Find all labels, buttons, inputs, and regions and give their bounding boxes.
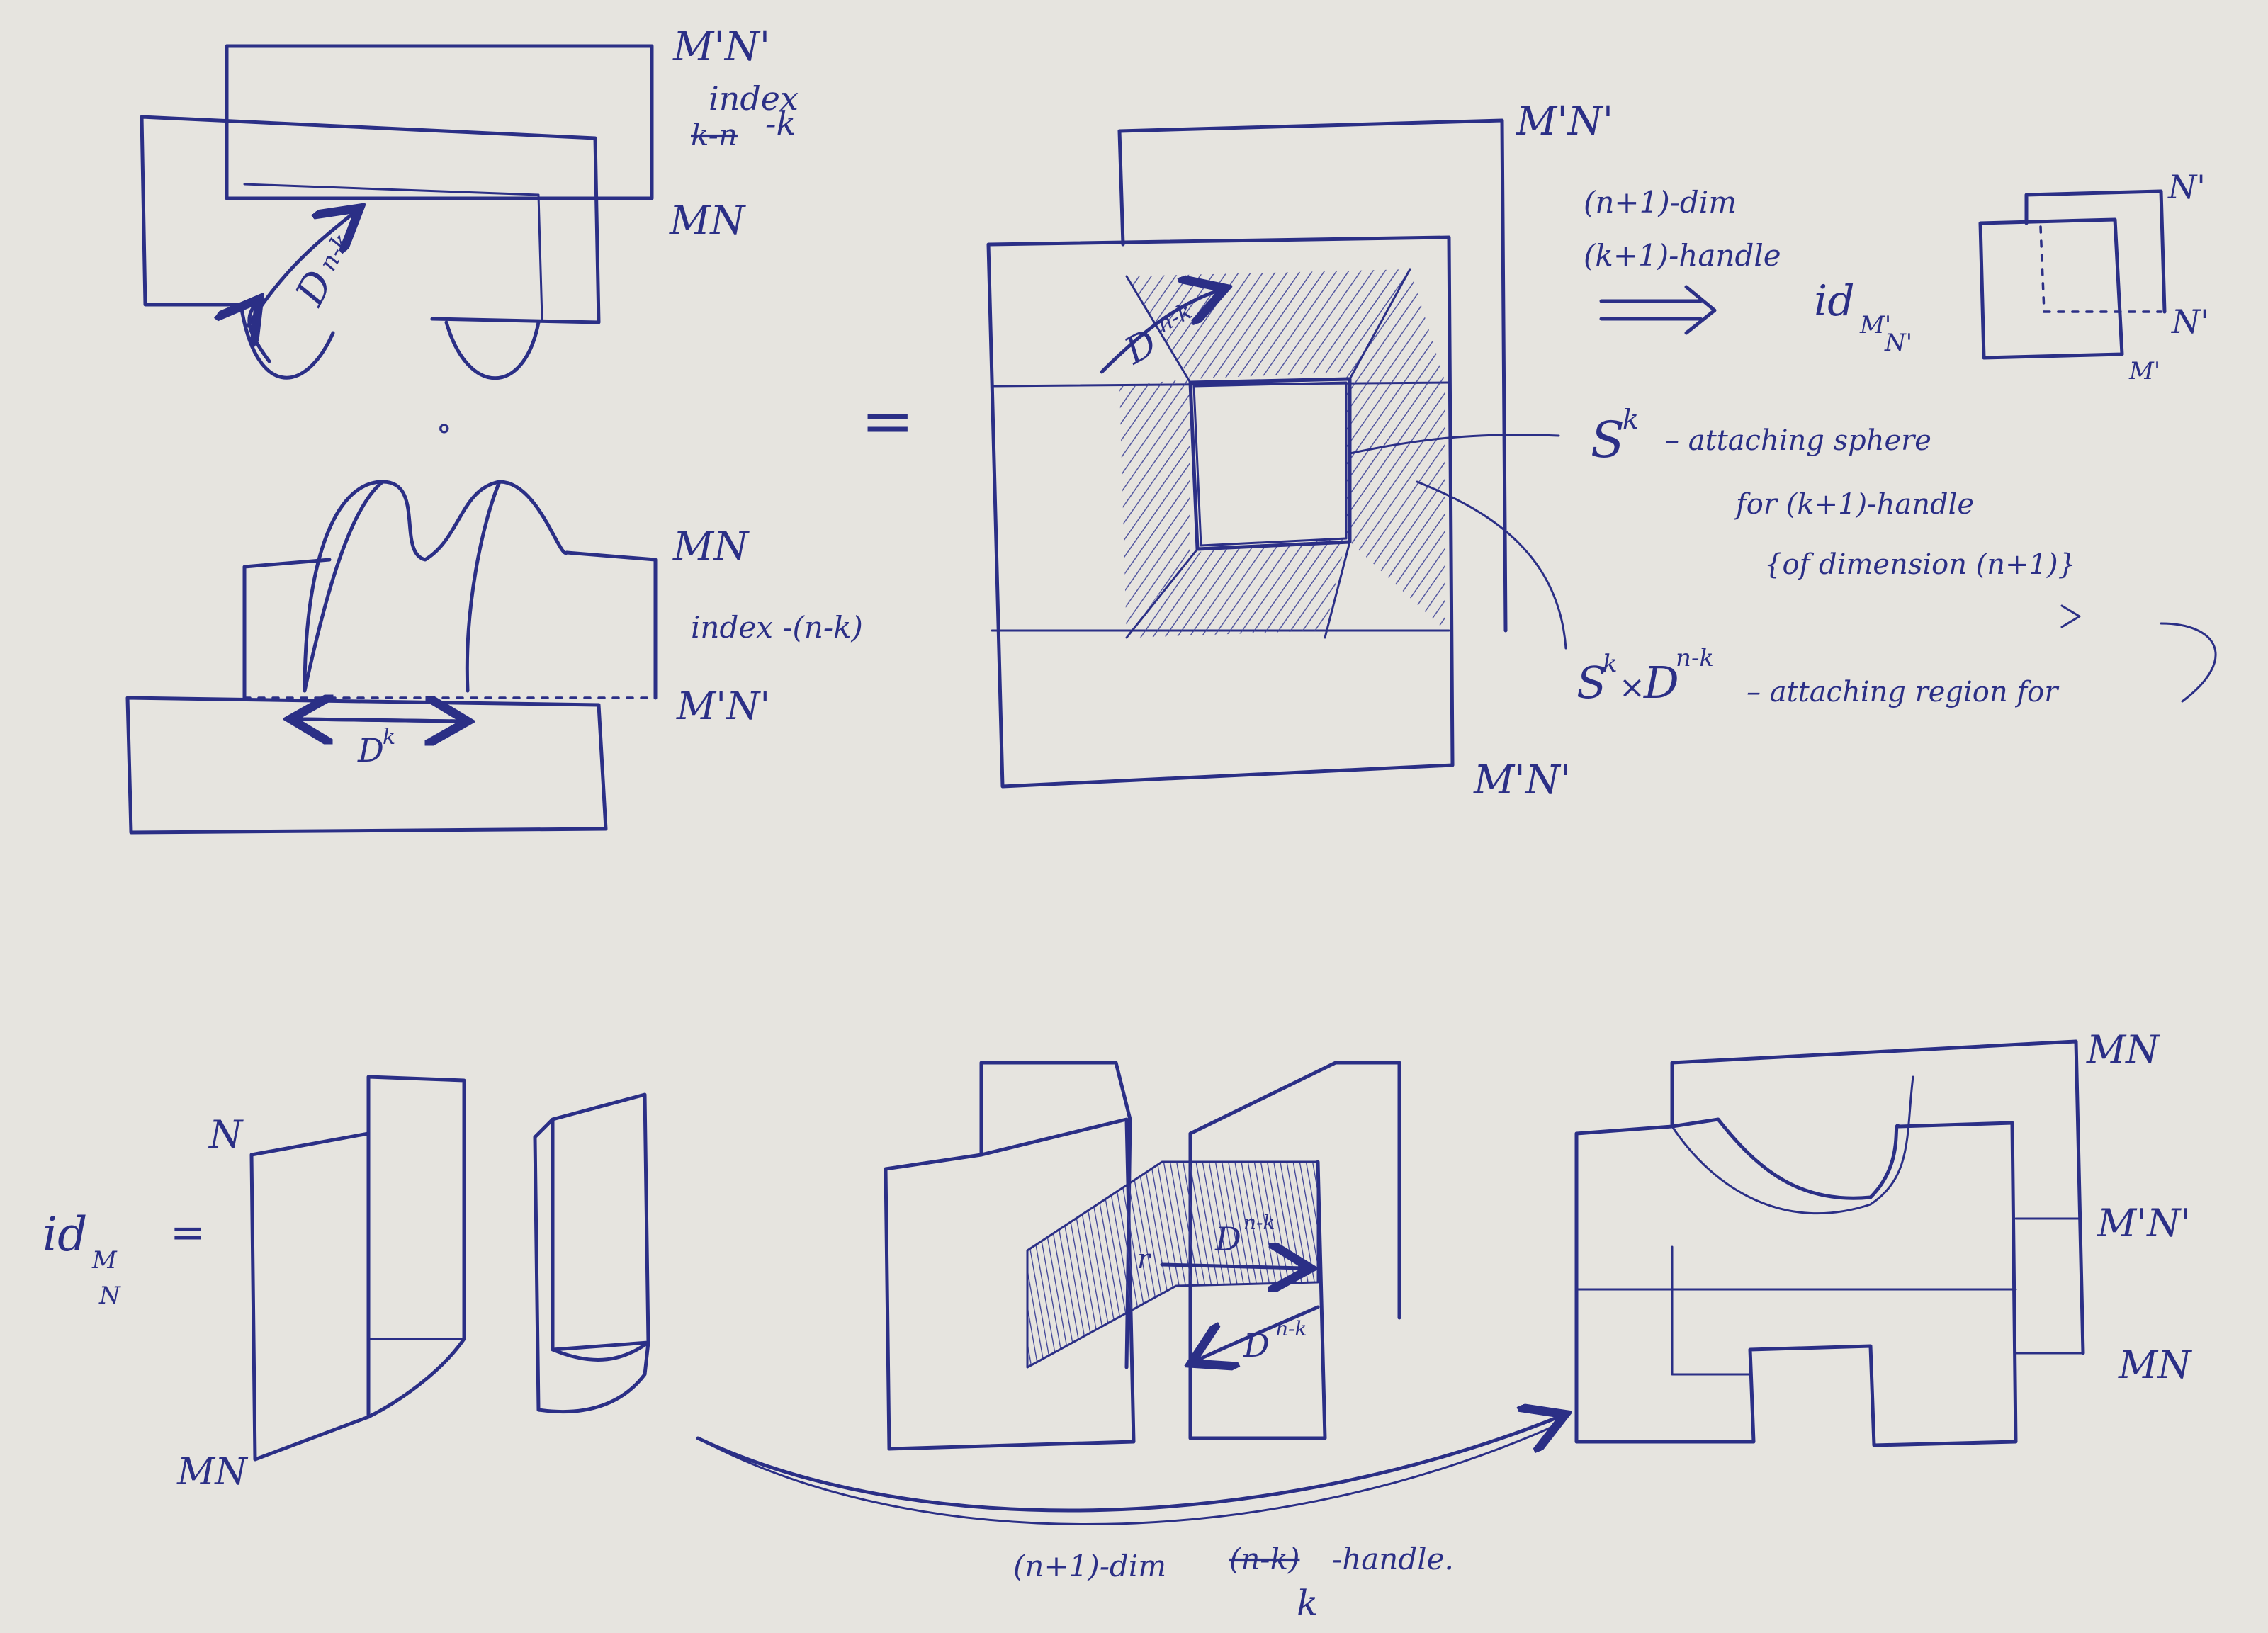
mid-left-cobordism: MN index -(n-k) M'N' D k [128, 482, 863, 832]
handle-arrow-group: (n+1)-dim (k+1)-handle [1584, 185, 1781, 333]
bottom-caption-prefix: (n+1)-dim [1013, 1549, 1166, 1583]
identity-sub-bottom: N' [1884, 329, 1912, 357]
identity-hidden-edge [2041, 227, 2161, 312]
sphere-text-3: {of dimension (n+1)} [1764, 548, 2076, 581]
handle-arches [305, 482, 567, 691]
inner-edge [244, 184, 542, 319]
mid-left-bottom-boundary-label: M'N' [676, 684, 770, 728]
region-text: – attaching region for [1747, 676, 2060, 708]
attaching-sphere-square [1190, 379, 1350, 549]
region-times: × [1619, 669, 1645, 706]
bottom-right-top-label: MN [2086, 1027, 2160, 1072]
cylinder-front [535, 1119, 648, 1412]
identity-back-sheet [2026, 191, 2165, 312]
bottom-right-mid-label: M'N' [2097, 1201, 2191, 1245]
bottom-middle-disk2: D [1243, 1326, 1270, 1364]
sphere-text-1: – attaching sphere [1665, 424, 1931, 457]
center-bottom-boundary-label: M'N' [1473, 757, 1571, 803]
identity-id: id [1814, 276, 1855, 326]
bottom-caption-k: k [1297, 1583, 1318, 1624]
bottom-equals: = [170, 1208, 205, 1258]
disk-arrow-back [298, 719, 461, 721]
top-left-bottom-boundary-label: MN [669, 198, 746, 244]
top-left-cobordism: M'N' index k-n -k MN D n-k [142, 24, 799, 378]
result-front [1576, 1119, 2016, 1445]
bottom-caption: (n+1)-dim (n-k) -handle. k [1013, 1542, 1454, 1624]
sheet-back [368, 1077, 464, 1417]
sphere-text-2: for (k+1)-handle [1734, 488, 1974, 521]
arrow-line1: (n+1)-dim [1584, 185, 1737, 220]
identity-top-label: N' [2167, 168, 2206, 206]
region-S-sup: k [1603, 650, 1618, 678]
cylinder-back [553, 1095, 648, 1350]
handle-arc-right [446, 322, 538, 378]
region-D-sup: n-k [1676, 644, 1714, 672]
center-composite: M'N' M'N' D n-k [988, 98, 1613, 803]
bottom-right-bottom-label: MN [2118, 1343, 2192, 1387]
arch-left-edge [305, 482, 383, 691]
result-back [1672, 1041, 2083, 1353]
mid-left-index-label: index -(n-k) [691, 610, 863, 645]
sheet-front [252, 1134, 368, 1459]
center-top-boundary-label: M'N' [1516, 98, 1613, 145]
bottom-transition-arrow [698, 1417, 1559, 1510]
mid-left-disk-label: D [357, 731, 384, 769]
bottom-N-top: N [208, 1112, 244, 1157]
bottom-middle-r: r [1137, 1243, 1152, 1275]
bottom-MN-label: MN [176, 1451, 248, 1493]
sphere-sup: k [1623, 404, 1639, 435]
bottom-id-sub-top: M [91, 1246, 118, 1275]
arch-right-edge [467, 482, 500, 691]
composition-symbol: ∘ [436, 408, 453, 448]
attaching-annotations: S k – attaching sphere for (k+1)-handle … [1576, 404, 2216, 708]
bottom-right-result: MN M'N' MN [1576, 1027, 2192, 1445]
implies-arrow [1601, 287, 1715, 333]
front-slab-outline [142, 117, 599, 322]
bottom-caption-suffix: -handle. [1332, 1542, 1454, 1576]
center-disk-label: D [1117, 322, 1164, 373]
result-side-ticks [2016, 1219, 2083, 1353]
result-grid [1576, 1247, 2016, 1374]
attaching-sphere-square-inner [1194, 383, 1346, 546]
bottom-id-sub-bottom: N [98, 1282, 121, 1310]
equals-sign: = [861, 384, 914, 458]
bottom-id: id [43, 1207, 87, 1262]
top-left-top-boundary-label: M'N' [672, 24, 770, 70]
top-left-index-value: -k [765, 104, 796, 142]
identity-front-sheet [1980, 220, 2122, 358]
disk-arrow-tail [249, 305, 269, 361]
identity-right-label: N' [2171, 303, 2209, 341]
top-left-disk-sup: n-k [314, 229, 357, 276]
bottom-middle-disk2-sup: n-k [1275, 1317, 1307, 1340]
mid-left-top-boundary-label: MN [672, 524, 750, 570]
back-box-left [1119, 131, 1123, 244]
top-left-index-struck: k-n [691, 118, 738, 152]
identity-top-right: id M' N' N' N' M' [1814, 168, 2209, 385]
bottom-middle-disk-sup: n-k [1243, 1211, 1275, 1234]
bracket-pointer [2062, 606, 2216, 701]
sphere-S: S [1591, 411, 1625, 469]
identity-bottom-label: M' [2128, 357, 2160, 385]
arrow-line2: (k+1)-handle [1584, 238, 1781, 273]
mid-left-disk-sup: k [383, 725, 395, 750]
region-D: D [1643, 657, 1679, 708]
bottom-identity: id M N = N MN [43, 1077, 648, 1493]
bottom-middle-disk: D [1214, 1220, 1241, 1258]
bottom-caption-struck: (n-k) [1229, 1542, 1299, 1576]
bottom-middle-handle: D n-k r D n-k [886, 1063, 1399, 1449]
